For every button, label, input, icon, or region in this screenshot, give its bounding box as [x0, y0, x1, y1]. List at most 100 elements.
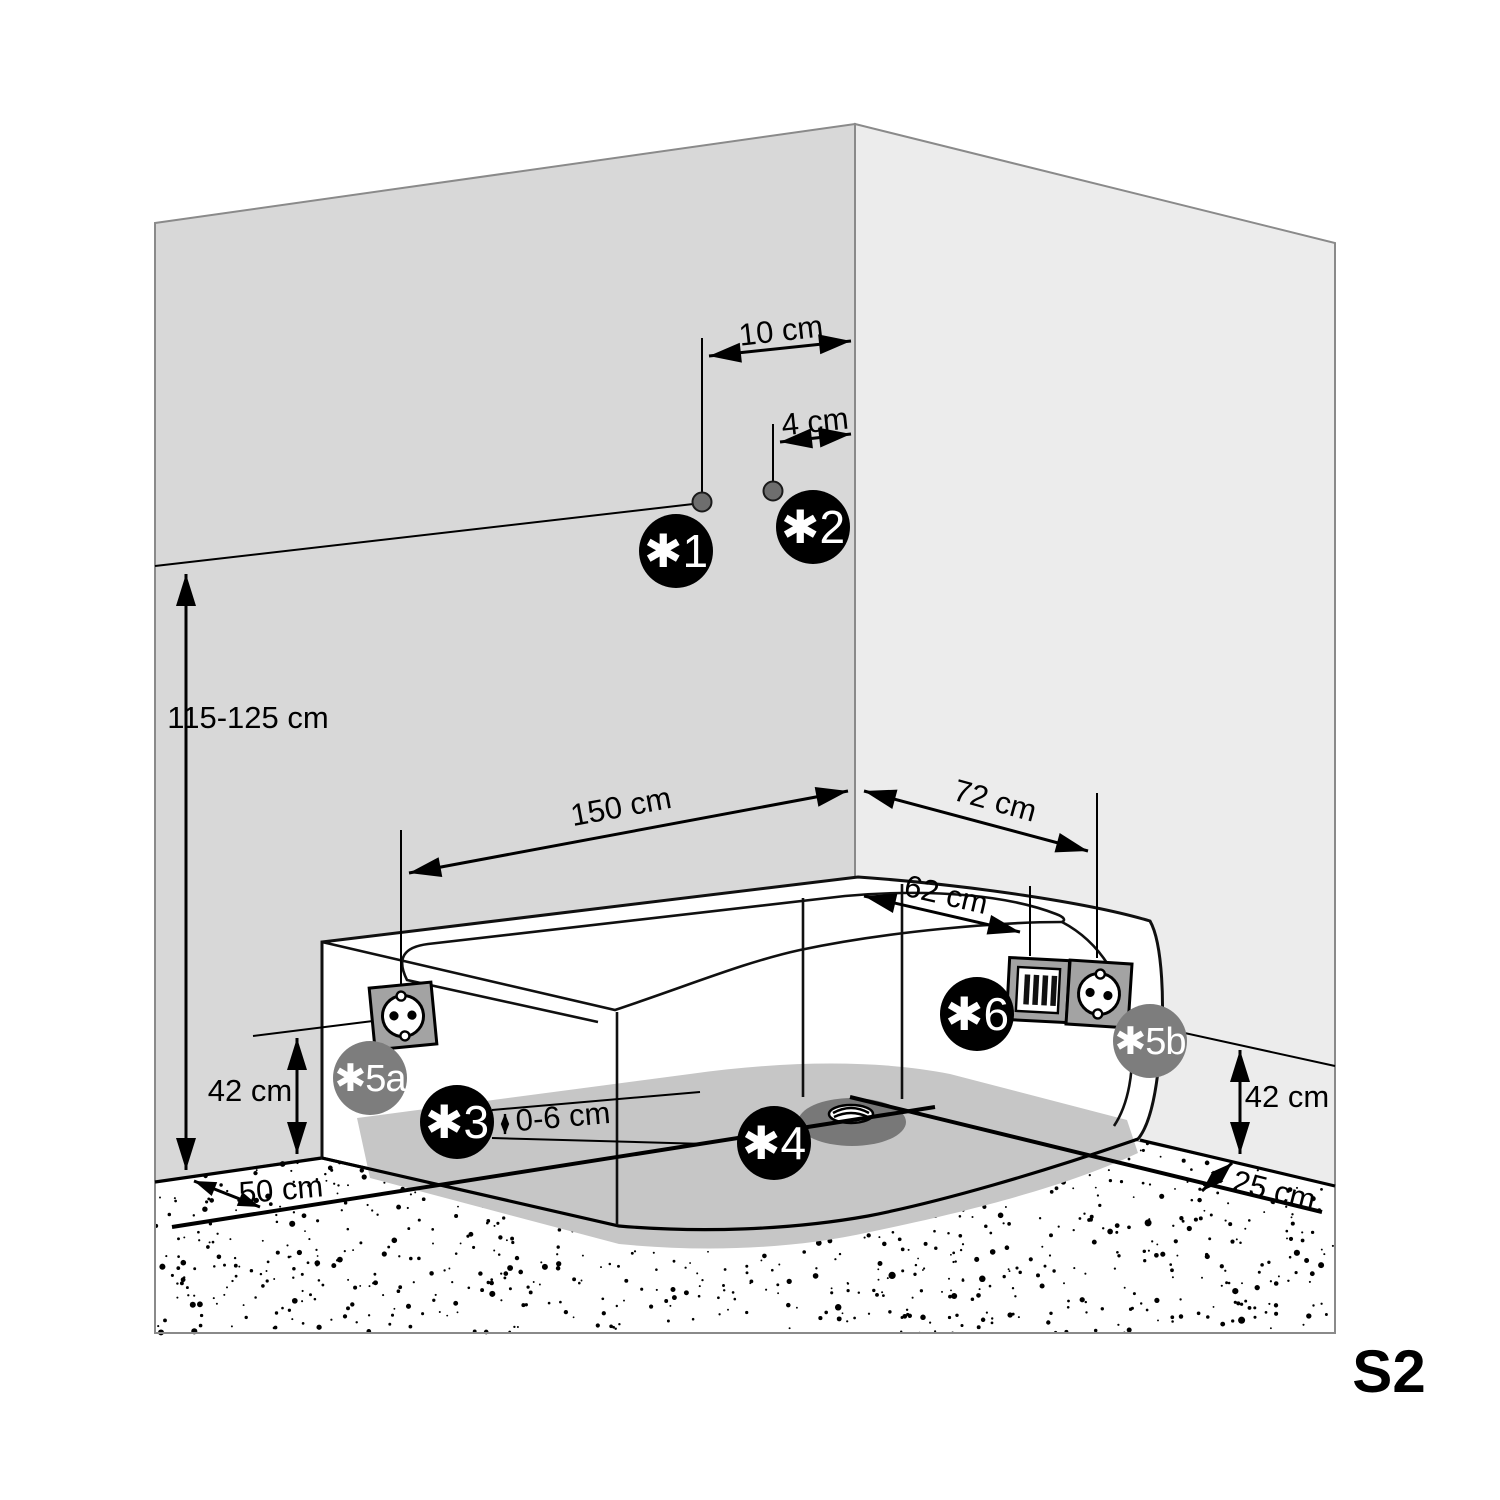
floor-speckle-dot [1257, 1270, 1261, 1274]
floor-speckle-dot [951, 1293, 958, 1299]
floor-speckle-dot [197, 1230, 200, 1234]
floor-speckle-dot [1107, 1169, 1110, 1172]
floor-speckle-dot [315, 1178, 319, 1181]
floor-speckle-dot [812, 1273, 819, 1279]
floor-speckle-dot [1247, 1219, 1251, 1222]
floor-speckle-dot [952, 1260, 955, 1264]
floor-speckle-dot [672, 1288, 674, 1291]
floor-speckle-dot [547, 1301, 551, 1305]
floor-speckle-dot [929, 1321, 932, 1324]
floor-speckle-dot [830, 1291, 834, 1295]
floor-speckle-dot [290, 1169, 293, 1172]
floor-speckle-dot [877, 1278, 880, 1281]
floor-speckle-dot [489, 1280, 494, 1286]
floor-speckle-dot [417, 1218, 421, 1222]
floor-speckle-dot [1004, 1245, 1010, 1250]
callout-4-badge [737, 1106, 811, 1180]
floor-speckle-dot [1169, 1263, 1173, 1266]
floor-speckle-dot [947, 1231, 950, 1235]
floor-speckle-dot [617, 1264, 620, 1268]
floor-speckle-dot [1239, 1241, 1242, 1244]
floor-speckle-dot [1170, 1268, 1174, 1273]
floor-speckle-dot [623, 1299, 625, 1302]
floor-speckle-dot [1260, 1263, 1264, 1267]
floor-speckle-dot [933, 1330, 937, 1333]
floor-speckle-dot [727, 1308, 729, 1311]
floor-speckle-dot [1142, 1249, 1147, 1254]
floor-speckle-dot [1174, 1187, 1176, 1190]
floor-speckle-dot [971, 1215, 974, 1219]
floor-speckle-dot [1143, 1259, 1147, 1263]
floor-speckle-dot [989, 1231, 993, 1235]
floor-speckle-dot [1235, 1238, 1238, 1241]
floor-speckle-dot [745, 1310, 749, 1315]
floor-speckle-dot [1220, 1284, 1223, 1287]
wall-connection-points [691, 480, 784, 513]
floor-speckle-dot [1288, 1255, 1292, 1259]
floor-speckle-dot [292, 1266, 296, 1271]
callout-6-label: ✱6 [945, 988, 1009, 1040]
switch-6-slat [1041, 975, 1049, 1006]
floor-speckle-dot [443, 1269, 446, 1272]
floor-speckle-dot [510, 1236, 515, 1241]
floor-speckle-dot [417, 1256, 421, 1261]
floor-speckle-dot [672, 1259, 676, 1263]
floor-speckle-dot [765, 1288, 768, 1291]
floor-speckle-dot [834, 1258, 837, 1261]
floor-speckle-dot [905, 1308, 909, 1312]
floor-speckle-dot [698, 1285, 701, 1288]
floor-speckle-dot [432, 1298, 436, 1302]
floor-speckle-dot [177, 1255, 180, 1258]
floor-speckle-dot [950, 1289, 952, 1292]
floor-speckle-dot [1014, 1295, 1017, 1298]
floor-speckle-dot [671, 1295, 677, 1301]
floor-speckle-dot [396, 1204, 402, 1210]
floor-speckle-dot [717, 1296, 720, 1300]
floor-speckle-dot [176, 1296, 179, 1299]
floor-speckle-dot [901, 1269, 905, 1273]
floor-speckle-dot [696, 1272, 699, 1275]
floor-speckle-dot [978, 1288, 981, 1291]
floor-speckle-dot [381, 1251, 387, 1257]
clearance-lines [171, 1095, 1323, 1229]
floor-speckle-dot [313, 1297, 317, 1301]
floor-speckle-dot [1156, 1243, 1159, 1246]
floor-speckle-dot [511, 1240, 515, 1245]
floor-speckle-dot [556, 1245, 560, 1249]
floor-speckle-dot [920, 1314, 926, 1321]
floor-speckle-dot [1306, 1313, 1312, 1319]
clearance-line-front [171, 1105, 936, 1229]
socket-5b-notch-bottom [1092, 1008, 1104, 1020]
dim-line-62cm [863, 893, 1021, 935]
socket-5a [367, 980, 439, 1052]
floor-speckle-dot [1268, 1302, 1271, 1305]
floor-speckle-dot [777, 1292, 780, 1295]
floor-speckle-dot [1291, 1213, 1294, 1216]
floor-speckle-dot [1287, 1187, 1293, 1193]
floor-speckle-dot [238, 1265, 241, 1268]
floor-speckle-dot [723, 1268, 727, 1271]
floor-speckle-dot [1100, 1307, 1104, 1311]
floor-speckle-dot [496, 1221, 500, 1225]
floor-speckle-dot [292, 1180, 296, 1184]
floor-speckle-dot [1216, 1191, 1220, 1195]
floor-speckle-dot [301, 1289, 304, 1293]
floor-speckle-dot [1043, 1264, 1047, 1268]
floor-speckle-dot [163, 1318, 167, 1323]
floor-speckle-dot [697, 1294, 701, 1298]
floor-speckle-dot [390, 1313, 395, 1317]
floor-speckle-dot [1287, 1279, 1290, 1283]
floor-speckle-dot [1206, 1315, 1210, 1319]
floor-speckle-dot [468, 1231, 474, 1237]
floor-speckle-dot [581, 1254, 584, 1257]
floor-speckle-dot [1089, 1214, 1094, 1219]
floor-speckle-dot [340, 1209, 343, 1212]
floor-speckle-dot [212, 1297, 215, 1300]
floor-speckle-dot [1008, 1270, 1011, 1273]
floor-speckle-dot [886, 1277, 889, 1280]
floor-speckle-dot [1290, 1221, 1295, 1226]
floor-speckle-dot [165, 1255, 168, 1258]
floor-speckle-dot [1224, 1269, 1227, 1272]
floor-speckle-dot [907, 1313, 912, 1319]
